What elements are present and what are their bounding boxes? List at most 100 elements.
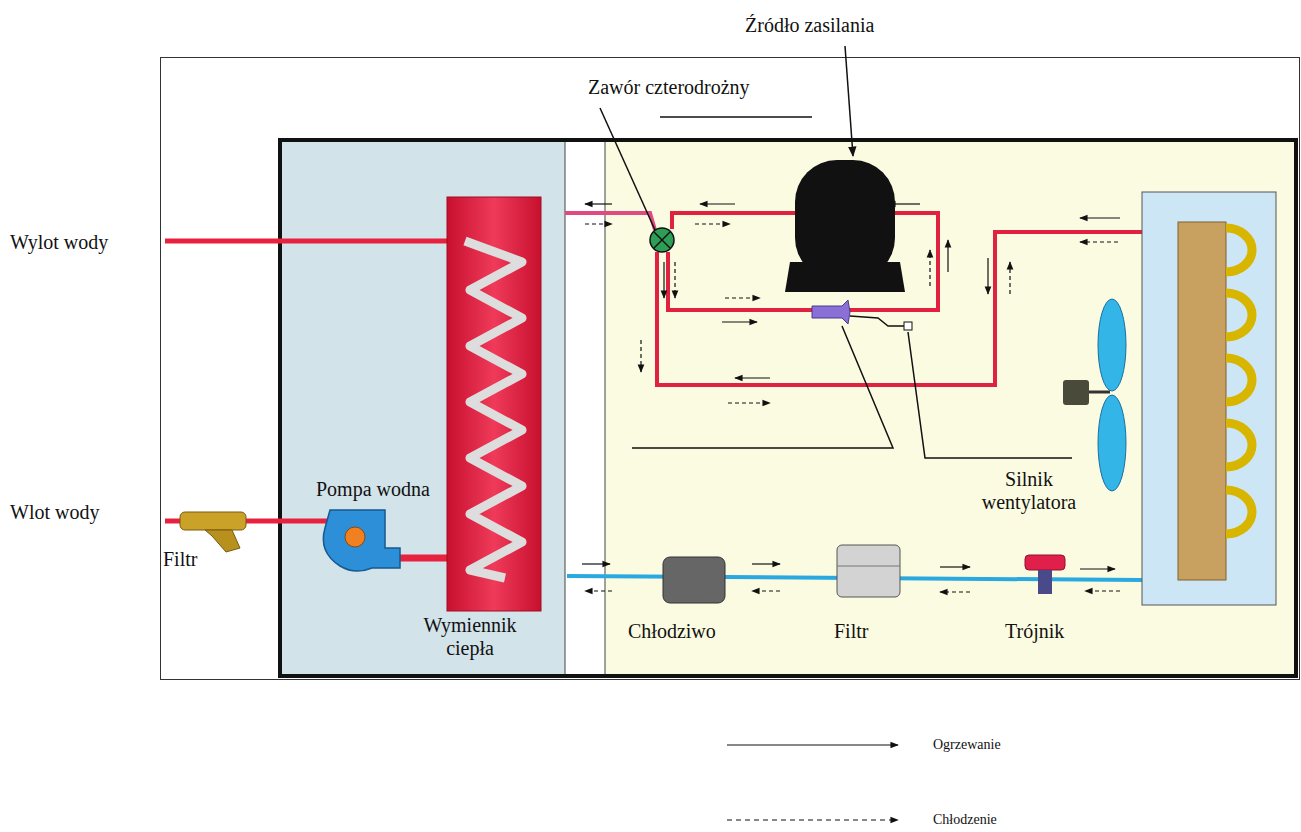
leader-line [908, 332, 1072, 458]
water-pump [345, 527, 365, 547]
condenser-coil [1142, 192, 1276, 605]
label-text: Silnik wentylatora [982, 468, 1076, 513]
fan [1088, 391, 1110, 394]
condenser-coil [1226, 228, 1252, 272]
refrigerant-filter [837, 566, 900, 567]
part-label: Chłodziwo [628, 620, 716, 643]
unit-housing [565, 140, 605, 676]
legend-item: Ogrzewanie [933, 737, 1001, 753]
part-label: Silnik wentylatora [970, 468, 1088, 514]
expansion-valve [812, 300, 912, 330]
flow-arrow [722, 321, 757, 322]
flow-arrow [735, 377, 770, 378]
flow-arrow [940, 591, 970, 592]
refrigerant-receiver [663, 557, 725, 603]
unit-housing [280, 140, 1296, 676]
water-pump [323, 510, 400, 571]
label-text: Wlot wody [10, 501, 99, 523]
heat-exchanger [447, 197, 541, 611]
fan [1063, 380, 1089, 405]
label-text: Chłodziwo [628, 620, 716, 642]
flow-arrow [1080, 568, 1115, 569]
refrigerant-receiver [663, 557, 725, 603]
four-way-valve [650, 228, 674, 252]
flow-arrow [700, 203, 735, 204]
outer-frame [161, 58, 1300, 680]
refrigerant-pipe [657, 232, 1142, 385]
flow-arrow [674, 262, 675, 298]
expansion-valve [850, 316, 904, 326]
part-label: Źródło zasilania [745, 14, 874, 37]
refrigerant-pipe [565, 213, 655, 230]
flow-arrow [987, 258, 988, 294]
water-filter [180, 512, 246, 530]
tee-fitting [1025, 555, 1065, 594]
label-text: Wylot wody [10, 231, 108, 253]
tee-fitting [1038, 570, 1052, 594]
outer-frame [161, 58, 1300, 680]
flow-arrow [695, 223, 730, 224]
flow-arrow [663, 262, 664, 298]
unit-housing [280, 140, 1296, 676]
label-text: Wymiennik ciepła [423, 614, 516, 659]
label-text: Trójnik [1005, 620, 1064, 642]
leader-line [660, 116, 812, 118]
flow-arrow [752, 590, 780, 591]
heat-exchanger [465, 241, 522, 578]
legend-text: Chłodzenie [933, 812, 997, 827]
water-pipe [165, 241, 470, 558]
fan [1098, 395, 1126, 491]
flow-arrow [752, 563, 780, 564]
flow-arrow [585, 590, 612, 591]
label-text: Pompa wodna [316, 478, 430, 500]
leader-line [845, 46, 853, 156]
refrigerant-filter [837, 545, 900, 597]
flow-arrow [585, 223, 612, 224]
water-pipe [165, 239, 470, 244]
fan [1098, 299, 1126, 391]
flow-arrow [1080, 241, 1118, 242]
flow-arrow [888, 203, 920, 204]
legend-item: Chłodzenie [933, 812, 997, 828]
condenser-coil [1226, 423, 1252, 467]
label-text: Źródło zasilania [745, 14, 874, 36]
condenser-coil [1226, 293, 1252, 337]
fan [1063, 299, 1126, 491]
expansion-valve [812, 300, 850, 324]
water-pump [323, 510, 400, 571]
expansion-valve [904, 322, 912, 330]
flow-arrow [929, 250, 930, 286]
leader-line [600, 46, 1072, 458]
flow-arrow [585, 203, 612, 204]
flow-arrow [728, 402, 770, 403]
tee-fitting [1025, 555, 1065, 570]
leader-line [600, 108, 655, 230]
label-text: Filtr [834, 620, 868, 642]
flow-arrow [725, 297, 760, 298]
legend-line [727, 744, 898, 745]
label-text: Zawór czterodrożny [588, 76, 750, 98]
heat-exchanger [447, 197, 541, 611]
condenser-coil [1178, 222, 1226, 580]
port-label: Wylot wody [10, 231, 108, 254]
unit-housing [605, 140, 606, 676]
leader-line [632, 326, 893, 448]
part-label: Wymiennik ciepła [400, 614, 540, 660]
port-label: Wlot wody [10, 501, 99, 524]
part-label: Pompa wodna [316, 478, 430, 501]
part-label: Filtr [834, 620, 868, 643]
unit-housing [280, 140, 565, 676]
condenser-coil [1226, 358, 1252, 402]
flow-arrow [940, 566, 970, 567]
flow-arrow [1085, 590, 1120, 591]
part-label: Trójnik [1005, 620, 1064, 643]
flow-arrow [582, 563, 610, 564]
legend-text: Ogrzewanie [933, 737, 1001, 752]
label-text: Filtr [163, 548, 197, 570]
flow-arrow [640, 340, 641, 372]
condenser-coil [1226, 490, 1252, 534]
flow-arrow [582, 204, 1120, 592]
unit-housing [565, 140, 566, 676]
